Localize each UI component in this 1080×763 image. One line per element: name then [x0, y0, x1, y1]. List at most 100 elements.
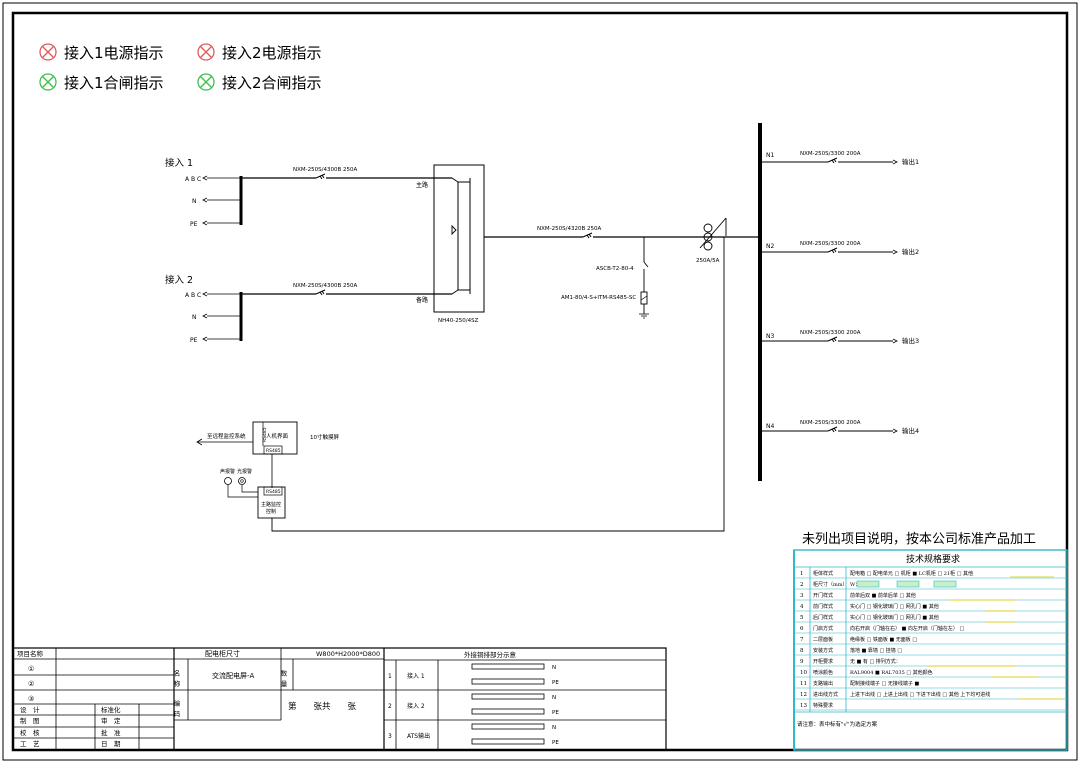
spec-row-name: 安装方式: [813, 647, 833, 654]
breaker-switch-icon: [315, 289, 326, 296]
controller-label: 主路监控: [261, 501, 281, 508]
red-cross-circle-icon: [39, 43, 57, 61]
breaker-switch-icon: [827, 426, 838, 433]
spec-row-name: 喷涂颜色: [813, 669, 833, 676]
spec-row-no: 13: [800, 703, 807, 709]
spec-row-name: 后门样式: [813, 614, 833, 621]
revision-mark: ①: [28, 665, 34, 673]
copper-row-no: 3: [388, 733, 392, 740]
main-feed: NXM-250S/4320B 250A ASCB-T2-80-4 AM1-80/…: [484, 217, 760, 319]
role-label: 日 期: [101, 740, 121, 748]
output-label: 输出2: [902, 247, 919, 256]
light-alarm-label: 光报警: [237, 468, 252, 475]
spec-row-name: 进出线方式: [813, 691, 838, 698]
terminal-arrow-icon: [892, 159, 898, 165]
n-label: N: [552, 665, 556, 671]
terminal-arrow-icon: [892, 249, 898, 255]
breaker-switch-icon: [315, 173, 326, 180]
copper-row-name: 接入 1: [407, 672, 425, 680]
phase-label-n: N: [192, 314, 197, 321]
spec-row-name: 二层面板: [813, 636, 833, 643]
output-breaker-label: NXM-250S/3300 200A: [800, 151, 861, 157]
pe-label: PE: [552, 680, 559, 686]
breaker-switch-icon: [827, 247, 838, 254]
ats-backup-label: 备路: [416, 296, 428, 304]
hmi-port-label: RS485: [266, 448, 281, 454]
input-title: 接入 1: [165, 157, 193, 169]
spec-row-content: 绝缘板 □ 铁面板 ■ 无面板 □: [850, 636, 917, 643]
ats-model-label: NH40-250/4SZ: [438, 318, 479, 324]
quantity-label: 数量: [279, 669, 287, 691]
spec-row-no: 8: [800, 648, 804, 654]
red-cross-circle-icon: [197, 43, 215, 61]
controller-label: 控制: [266, 508, 276, 515]
pe-label: PE: [552, 710, 559, 716]
spec-row-no: 6: [800, 626, 804, 632]
role-label: 批 准: [101, 728, 121, 737]
output-2: N2 NXM-250S/3300 200A 输出2: [760, 241, 919, 256]
copper-bars: [471, 663, 545, 745]
output-label: 输出1: [902, 157, 919, 166]
spec-row-name: 开柜要求: [813, 658, 833, 665]
spec-footnote: 请注意：表中标有"√"为选定方案: [797, 720, 878, 728]
control-section: 至远程监控系统 RS485 人机界面 RS485 10寸触摸屏 RS485 主路…: [196, 237, 725, 532]
name-value: 交流配电屏-A: [212, 671, 255, 680]
revision-mark: ③: [28, 695, 34, 703]
input-title: 接入 2: [165, 274, 193, 286]
copper-row-name: ATS输出: [407, 732, 430, 740]
output-1: N1 NXM-250S/3300 200A 输出1: [760, 151, 919, 166]
spec-row-name: 柜体样式: [813, 570, 833, 577]
light-alarm-icon: [238, 477, 246, 485]
arrow-left-icon: [196, 438, 203, 446]
spec-title: 技术规格要求: [906, 553, 960, 565]
output-breaker-label: NXM-250S/3300 200A: [800, 241, 861, 247]
spec-row-name: 门启方式: [813, 625, 833, 632]
spec-row-content: 上进下出线 □ 上进上出线 □ 下进下出线 □ 其他 上下均可进线: [850, 691, 990, 698]
pe-label: PE: [552, 740, 559, 746]
copper-row-no: 1: [388, 673, 392, 680]
ats-main-label: 主路: [416, 181, 428, 189]
project-name-label: 项目名称: [17, 649, 44, 658]
spec-row-content: 配制接线端子 □ 无接线端子 ■: [850, 680, 919, 687]
terminal-arrow-icon: [892, 338, 898, 344]
spec-row-no: 12: [800, 692, 807, 698]
bus-label: N4: [766, 423, 774, 430]
green-cross-circle-icon: [197, 73, 215, 91]
breaker-switch-icon: [827, 336, 838, 343]
remote-monitor-label: 至远程监控系统: [207, 432, 246, 440]
spec-row-content: 实心门 □ 钢化玻璃门 □ 网孔门 ■ 其他: [850, 614, 939, 621]
role-label: 设 计: [20, 705, 40, 714]
note-text: 未列出项目说明，按本公司标准产品加工: [802, 532, 1036, 547]
spec-row-no: 1: [800, 571, 804, 577]
output-breaker-label: NXM-250S/3300 200A: [800, 420, 861, 426]
breaker-switch-icon: [582, 232, 593, 239]
spec-row-content: 无 ■ 有 □ 排列方式：: [850, 658, 901, 665]
legend-label: 接入2合闸指示: [222, 74, 322, 92]
sound-alarm-icon: [224, 477, 232, 485]
input-2: 接入 2 A B C N PE NXM-250S/4300B 250A 备路: [165, 274, 459, 344]
breaker-label: NXM-250S/4300B 250A: [293, 167, 357, 173]
spec-row-content: 实心门 □ 钢化玻璃门 □ 网孔门 ■ 其他: [850, 603, 939, 610]
spec-row-name: 支路输出: [813, 680, 833, 687]
role-label: 标准化: [101, 705, 121, 714]
bus-label: N3: [766, 333, 774, 340]
spec-row-content: RAL9004 ■ RAL7035 □ 其他颜色: [850, 669, 933, 676]
phase-label-pe: PE: [190, 337, 198, 344]
n-label: N: [552, 725, 556, 731]
legend-label: 接入2电源指示: [222, 44, 322, 62]
ground-icon: [639, 313, 649, 319]
spec-row-name: 特殊要求: [813, 702, 833, 709]
title-block: 项目名称 ① ② ③ 设 计 标准化 制 图 审 定 校 核 批 准 工 艺 日…: [12, 647, 667, 751]
current-transformer-icon: [699, 217, 727, 251]
sound-alarm-label: 声报警: [220, 468, 235, 475]
spec-row-no: 11: [800, 681, 807, 687]
cabinet-size-value: W800*H2000*D800: [316, 650, 380, 658]
spec-row-no: 7: [800, 637, 804, 643]
green-cross-circle-icon: [39, 73, 57, 91]
phase-label-abc: A B C: [185, 176, 201, 183]
name-label: 名称: [172, 669, 180, 691]
n-label: N: [552, 695, 556, 701]
